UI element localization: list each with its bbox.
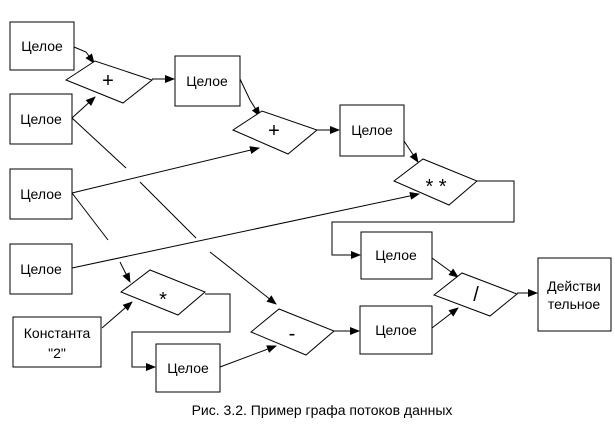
operation-symbol: +	[268, 120, 280, 142]
input-node-1: Целое	[9, 21, 75, 71]
edge-const-to-mult	[101, 301, 133, 329]
node-label: Целое	[20, 111, 62, 127]
input-node-2: Целое	[9, 93, 73, 145]
power-result-node: Целое	[360, 231, 433, 280]
constant-label-line-1: Константа	[24, 325, 91, 341]
node-label: Целое	[375, 322, 417, 338]
figure-caption: Рис. 3.2. Пример графа потоков данных	[192, 402, 453, 418]
node-label: Целое	[351, 122, 393, 138]
edge-in2-to-minus-c	[209, 251, 277, 305]
output-label-line-2: тельное	[548, 296, 601, 312]
edge-in1-to-plus1	[73, 46, 95, 64]
sum1-result-node: Целое	[174, 55, 241, 107]
output-node: Действи тельное	[537, 257, 612, 332]
output-label-line-1: Действи	[547, 278, 601, 294]
node-label: Целое	[20, 186, 62, 202]
operation-symbol: /	[473, 284, 479, 306]
plus-operation-1: +	[64, 60, 154, 104]
minus-operation: -	[250, 308, 335, 356]
constant-node: Константа "2"	[12, 316, 102, 368]
node-label: Целое	[186, 73, 228, 89]
edge-power-result-to-divide	[431, 257, 459, 278]
edge-in2-to-minus	[71, 117, 127, 169]
minus-result-node: Целое	[359, 305, 433, 355]
edge-minus-result-to-divide	[431, 307, 459, 329]
node-label: Целое	[375, 247, 417, 263]
divide-operation: /	[432, 272, 518, 317]
power-operation: * *	[393, 158, 478, 206]
mult-result-node: Целое	[155, 343, 221, 393]
node-label: Целое	[21, 38, 63, 54]
plus-operation-2: +	[231, 110, 319, 155]
operation-symbol: +	[102, 70, 114, 92]
constant-label-line-2: "2"	[48, 345, 66, 361]
edge-in3-to-mult	[71, 192, 109, 241]
edge-in2-to-minus-b	[139, 181, 197, 239]
edge-mult-result-to-minus	[219, 345, 277, 368]
operation-symbol: *	[159, 289, 167, 311]
edge-in2-to-plus1	[71, 96, 96, 119]
operation-symbol: * *	[425, 176, 446, 198]
edge-sum2-to-power	[403, 140, 419, 163]
sum2-result-node: Целое	[339, 104, 405, 157]
edge-sum1-to-plus2	[239, 78, 261, 117]
node-label: Целое	[167, 360, 209, 376]
edge-in4-to-power	[71, 191, 420, 269]
operation-symbol: -	[289, 323, 296, 345]
multiply-operation: *	[119, 269, 206, 316]
edge-power-to-result	[331, 180, 515, 259]
edges	[71, 46, 538, 371]
edge-in3-to-plus2	[71, 146, 260, 194]
input-node-4: Целое	[9, 243, 73, 295]
input-node-3: Целое	[9, 168, 73, 220]
edge-mult-to-result	[131, 293, 231, 371]
node-label: Целое	[20, 261, 62, 277]
edge-in3-to-mult-b	[119, 261, 131, 283]
